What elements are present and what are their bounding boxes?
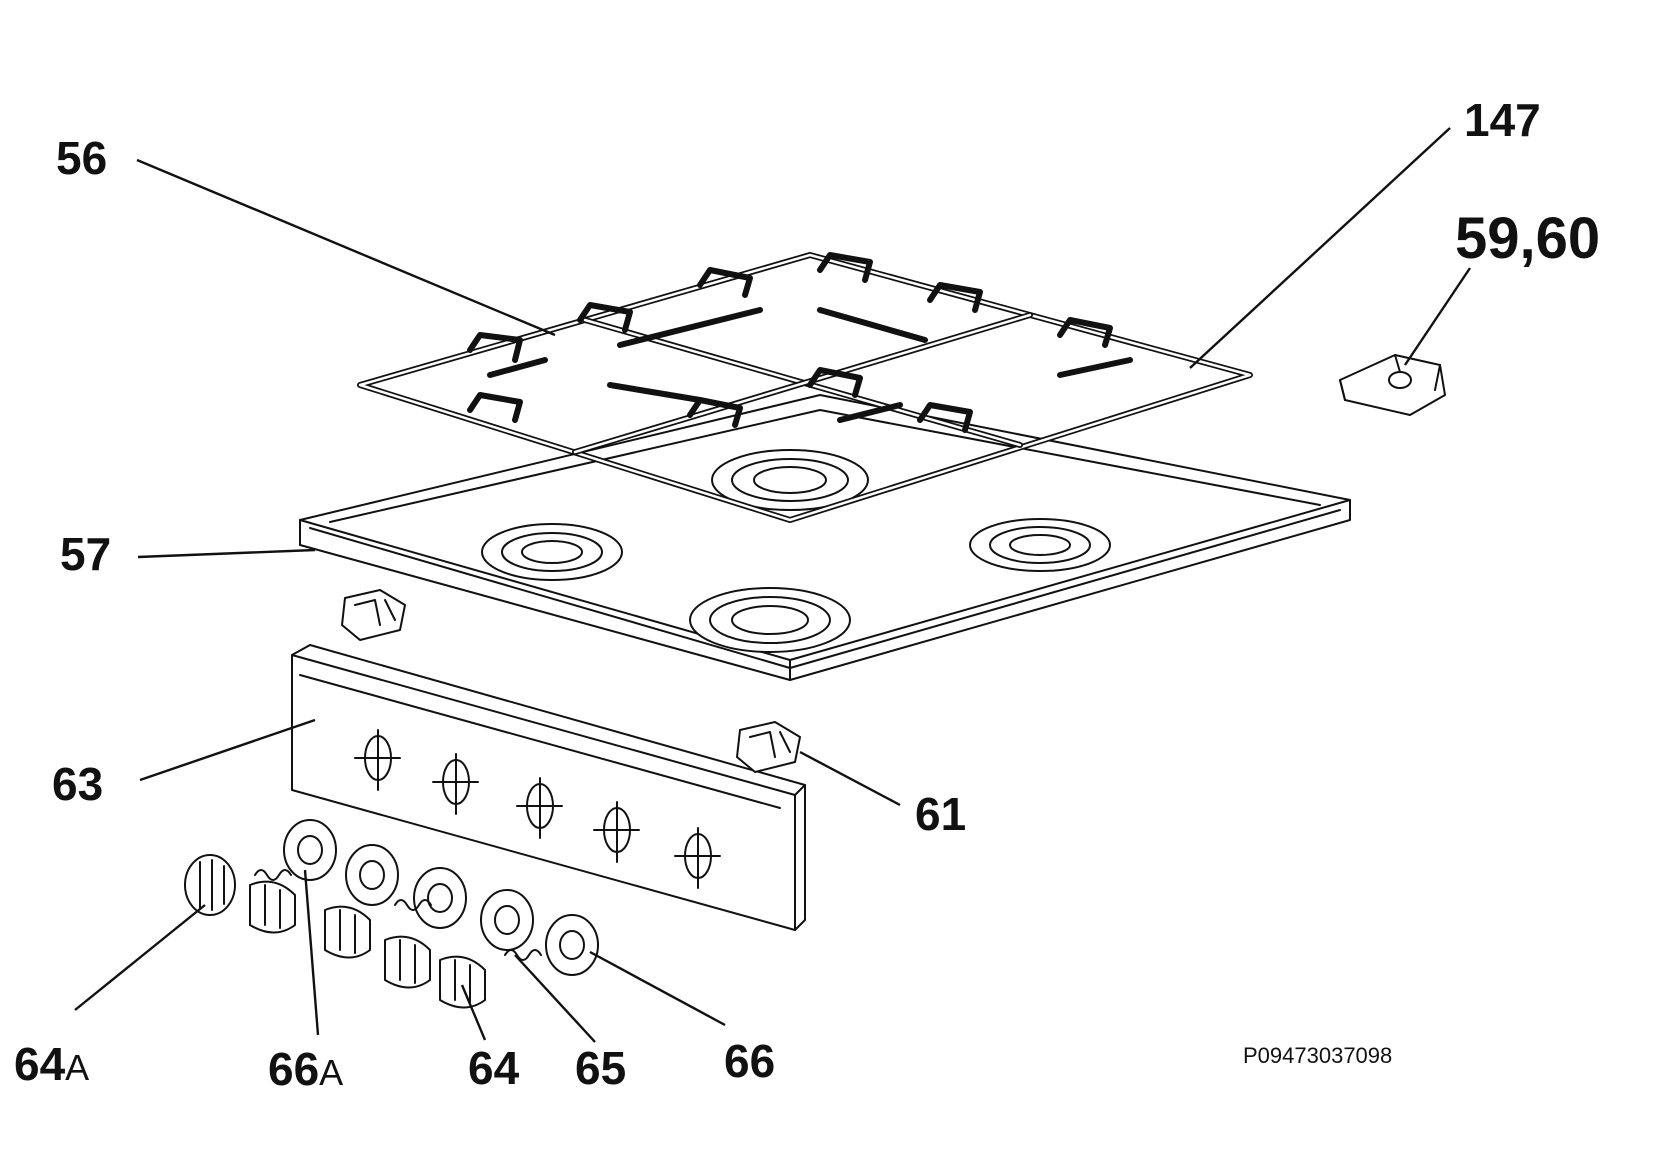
knob-2 (324, 905, 371, 959)
knob-hole-1 (354, 729, 401, 791)
knob-hole-2 (432, 753, 479, 815)
knob-hole-3 (516, 777, 563, 839)
callout-63: 63 (52, 758, 103, 810)
bezel-1 (283, 819, 337, 881)
bezel-2 (345, 844, 399, 906)
knobs-group (184, 819, 599, 1009)
leader-57 (137, 548, 316, 559)
control-panel (291, 644, 806, 931)
callout-64: 64 (468, 1042, 520, 1094)
bezel-4 (480, 889, 534, 951)
pan-support-grid (357, 252, 1253, 523)
callout-147: 147 (1464, 94, 1541, 146)
knob-1 (249, 880, 296, 934)
bezel-5 (545, 914, 599, 976)
spring-1 (254, 869, 292, 881)
leader-lines (74, 127, 1471, 1043)
spring-2 (394, 899, 432, 911)
hob-top (299, 394, 1351, 681)
leader-63 (139, 718, 316, 782)
leader-61 (799, 750, 901, 807)
callout-64a: 64A (14, 1038, 89, 1090)
bezel-3 (413, 867, 467, 929)
bracket-59-60 (1339, 354, 1446, 416)
knob-4 (439, 955, 486, 1009)
knob-hole-4 (593, 801, 640, 863)
leader-65 (514, 954, 596, 1043)
knob-3 (384, 935, 431, 989)
leader-64 (460, 984, 487, 1041)
burner-right (969, 518, 1111, 572)
burner-back (711, 449, 869, 511)
callout-57: 57 (60, 528, 111, 580)
callout-labels: 56 147 59,60 57 63 61 64A 66A 64 65 66 P… (14, 94, 1600, 1095)
leader-147 (1189, 127, 1451, 369)
leader-59-60 (1404, 267, 1471, 366)
leader-56 (136, 158, 556, 337)
spring-3 (504, 949, 542, 961)
burner-left (481, 523, 623, 581)
panel-clip-left (341, 589, 406, 641)
knob-64a (184, 854, 236, 916)
leader-66 (589, 950, 726, 1027)
reference-code: P09473037098 (1243, 1043, 1392, 1068)
burner-front (689, 587, 851, 653)
panel-clip-right (736, 721, 801, 773)
leader-66a (303, 869, 320, 1036)
callout-59-60: 59,60 (1455, 206, 1600, 271)
callout-66: 66 (724, 1035, 775, 1087)
callout-61: 61 (915, 788, 966, 840)
callout-56: 56 (56, 132, 107, 184)
knob-hole-5 (674, 827, 721, 889)
callout-65: 65 (575, 1042, 626, 1094)
leader-64a (74, 904, 206, 1011)
callout-66a: 66A (268, 1043, 343, 1095)
